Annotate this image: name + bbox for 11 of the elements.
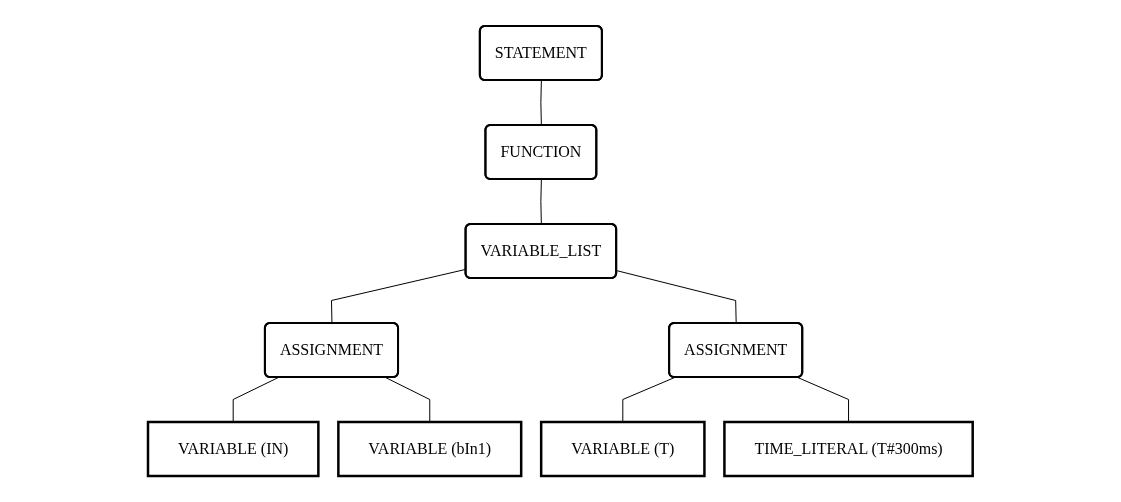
connector: [797, 377, 850, 423]
node-box: VARIABLE (IN): [146, 420, 320, 478]
node-box: VARIABLE (T): [540, 420, 706, 478]
connector: [540, 80, 542, 126]
connector: [232, 377, 279, 423]
connector: [540, 179, 542, 225]
connector: [616, 270, 737, 324]
node-box: TIME_LITERAL (T#300ms): [723, 420, 975, 478]
connector: [622, 377, 676, 423]
node-box: VARIABLE (bIn1): [337, 420, 523, 478]
connector: [385, 377, 431, 423]
